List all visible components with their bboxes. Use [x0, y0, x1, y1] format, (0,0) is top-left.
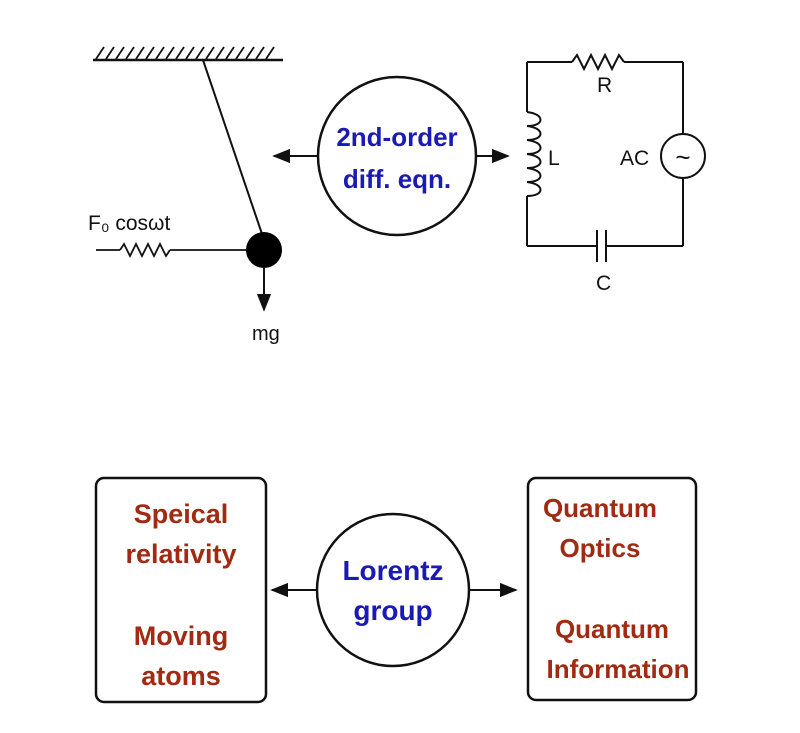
left-box-line1: Speical	[134, 499, 229, 529]
spring-zigzag	[119, 241, 171, 259]
inductor-label: L	[548, 147, 560, 170]
ceiling-hatch	[95, 46, 275, 60]
right-box-line3: Quantum	[555, 614, 669, 644]
pendulum-bob	[246, 232, 282, 268]
right-box-line4: Information	[547, 654, 690, 684]
left-box-line3: Moving	[134, 621, 229, 651]
lorentz-circle	[315, 512, 471, 668]
inductor-coil	[526, 111, 542, 197]
right-box	[526, 476, 698, 702]
force-label: F₀ cosωt	[88, 212, 170, 235]
applications-left: Speical relativity Moving atoms	[94, 476, 268, 704]
source-label: AC	[620, 147, 649, 170]
pendulum: F₀ cosωt mg	[88, 46, 283, 345]
lorentz-line1: Lorentz	[342, 555, 443, 586]
ode-line1: 2nd-order	[336, 122, 457, 152]
rlc-circuit	[526, 52, 706, 262]
lorentz-line2: group	[353, 595, 432, 626]
resistor	[571, 52, 625, 72]
source-symbol: ~	[675, 142, 690, 172]
ode-node: 2nd-order diff. eqn.	[272, 75, 510, 237]
capacitor-label: C	[596, 272, 611, 295]
left-box	[94, 476, 268, 704]
resistor-label: R	[597, 74, 612, 97]
ode-line2: diff. eqn.	[343, 164, 451, 194]
left-box-line2: relativity	[125, 539, 236, 569]
pendulum-string	[202, 59, 263, 235]
left-box-line4: atoms	[141, 661, 221, 691]
weight-label: mg	[252, 323, 280, 345]
applications-right: Quantum Optics Quantum Information	[526, 476, 698, 702]
right-box-line1: Quantum	[543, 493, 657, 523]
ode-circle	[316, 75, 478, 237]
lorentz-node: Lorentz group	[270, 512, 518, 668]
right-box-line2: Optics	[560, 533, 641, 563]
